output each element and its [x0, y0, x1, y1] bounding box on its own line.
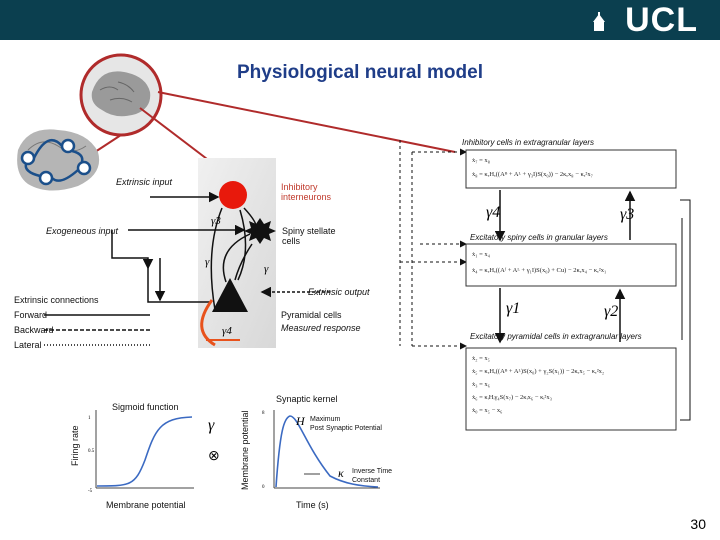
sigmoid-ylabel: Firing rate — [70, 425, 80, 466]
sigmoid-xlabel: Membrane potential — [106, 500, 186, 510]
synaptic-kernel-plot: 8 0 — [262, 410, 380, 490]
spiny-stellate-icon — [244, 218, 276, 244]
brain-network-icon — [17, 129, 100, 191]
forward-label: Forward — [14, 310, 48, 320]
svg-text:8: 8 — [262, 411, 265, 416]
svg-text:γ: γ — [208, 417, 215, 434]
kernel-H-desc2: Post Synaptic Potential — [310, 425, 382, 432]
exogeneous-input-label: Exogeneous input — [46, 226, 119, 236]
pyramidal-neuron-icon — [212, 278, 248, 312]
ucl-logo: UCL — [625, 1, 698, 39]
sigmoid-title: Sigmoid function — [112, 402, 179, 412]
svg-text:γ: γ — [264, 263, 269, 275]
svg-text:1: 1 — [88, 416, 91, 421]
svg-text:ẋ₃ = x₆: ẋ₃ = x₆ — [472, 381, 490, 388]
inhibitory-box-title: Inhibitory cells in extragranular layers — [462, 138, 595, 147]
lateral-label: Lateral — [14, 340, 42, 350]
svg-text:ẋ₅ = κₑHₑ((Aᴮ + Aᴸ)S(x₀) + γ₂S: ẋ₅ = κₑHₑ((Aᴮ + Aᴸ)S(x₀) + γ₂S(x₁)) − 2κ… — [472, 368, 604, 375]
kernel-kappa-desc1: Inverse Time — [352, 468, 393, 475]
kernel-kappa-desc2: Constant — [352, 477, 381, 484]
extrinsic-output-label: Extrinsic output — [308, 287, 370, 297]
slide-title: Physiological neural model — [236, 62, 483, 83]
svg-text:0: 0 — [262, 485, 265, 490]
gamma1-label: γ1 — [506, 300, 521, 317]
svg-text:γ4: γ4 — [222, 325, 232, 337]
svg-text:ẋ₆ = κᵢHᵢγ₄S(x₇) − 2κᵢx₆ − κᵢ²: ẋ₆ = κᵢHᵢγ₄S(x₇) − 2κᵢx₆ − κᵢ²x₃ — [472, 394, 552, 401]
kernel-ylabel: Membrane potential — [240, 410, 250, 490]
svg-text:ẋ₄ = κₑHₑ((Aᶠ + Aᴸ + γ₁I)S(x₀): ẋ₄ = κₑHₑ((Aᶠ + Aᴸ + γ₁I)S(x₀) + Cu) − 2… — [472, 267, 606, 274]
svg-text:0.5: 0.5 — [88, 449, 95, 454]
gamma4-label: γ4 — [486, 204, 501, 221]
svg-text:ẋ₁ = x₄: ẋ₁ = x₄ — [472, 251, 491, 258]
ucl-crest-icon — [593, 12, 605, 31]
spiny-box-title: Excitatory spiny cells in granular layer… — [470, 233, 608, 242]
gamma3-label: γ3 — [620, 206, 635, 223]
kernel-H-desc1: Maximum — [310, 416, 341, 423]
pyramidal-equation-box — [465, 347, 677, 431]
inhibitory-equation-box — [465, 149, 677, 189]
spiny-stellate-label: Spiny stellate cells — [282, 226, 336, 246]
svg-text:ẋ₈ = κₑHₑ((Aᴮ + Aᴸ + γ₃I)S(x₀): ẋ₈ = κₑHₑ((Aᴮ + Aᴸ + γ₃I)S(x₀)) − 2κₑx₈ … — [472, 171, 593, 178]
inhibitory-neuron-icon — [219, 181, 247, 209]
kernel-kappa-label: κ — [338, 466, 344, 480]
gamma2-label: γ2 — [604, 303, 619, 320]
extrinsic-connections-label: Extrinsic connections — [14, 295, 99, 305]
kernel-title: Synaptic kernel — [276, 394, 338, 404]
svg-text:ẋ₇ = x₈: ẋ₇ = x₈ — [472, 157, 490, 164]
svg-text:γ: γ — [205, 256, 210, 268]
kernel-H-label: H — [296, 414, 305, 428]
page-number: 30 — [690, 516, 706, 532]
sigmoid-plot: -5 0.5 1 — [88, 410, 194, 494]
svg-text:ẋ₂ = x₅: ẋ₂ = x₅ — [472, 355, 490, 362]
measured-response-label: Measured response — [281, 323, 361, 333]
pyramidal-cells-label: Pyramidal cells — [281, 310, 342, 320]
kernel-xlabel: Time (s) — [296, 500, 329, 510]
svg-text:γ3: γ3 — [211, 215, 221, 227]
backward-label: Backward — [14, 325, 54, 335]
svg-text:ẋ₀ = x₅ − x₆: ẋ₀ = x₅ − x₆ — [472, 407, 502, 414]
svg-text:⊗: ⊗ — [208, 449, 220, 464]
spiny-equation-box — [465, 243, 677, 287]
extrinsic-input-label: Extrinsic input — [116, 177, 173, 187]
pyramidal-box-title: Excitatory pyramidal cells in extragranu… — [470, 332, 642, 341]
brain-lens-icon — [79, 53, 163, 137]
svg-text:-5: -5 — [88, 489, 93, 494]
inhibitory-interneurons-label: Inhibitory interneurons — [281, 182, 332, 202]
